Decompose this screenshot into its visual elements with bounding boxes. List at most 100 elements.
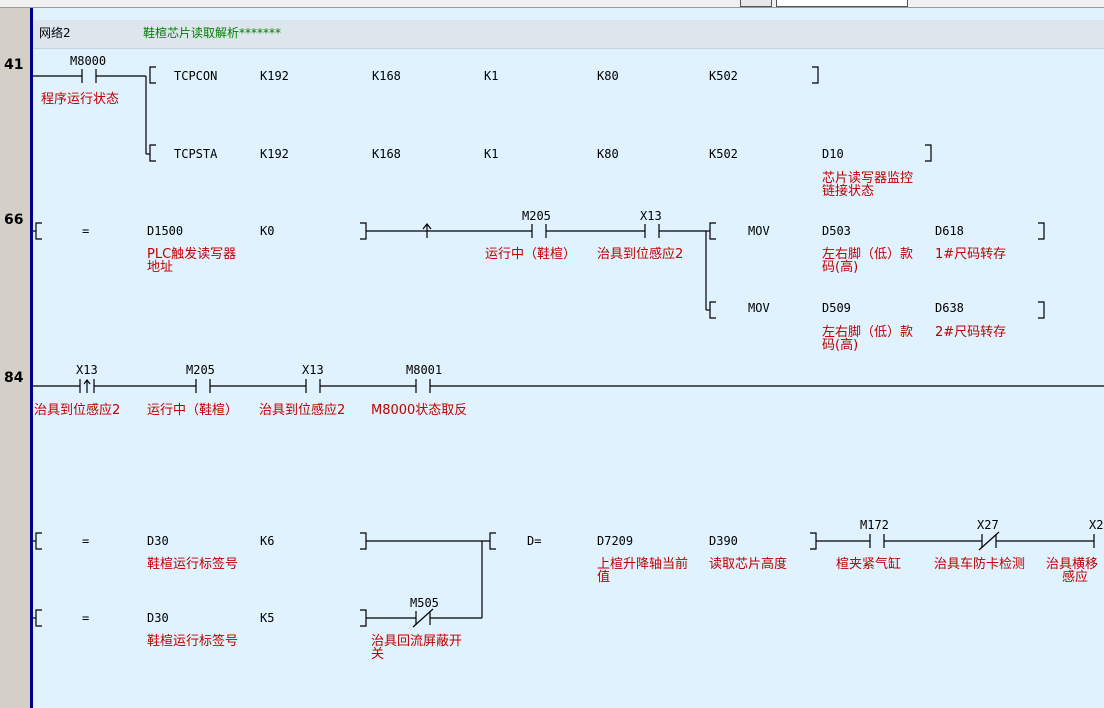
d503-comment-line2: 码(高) [822, 260, 859, 275]
m205-comment: 运行中（鞋楦） [485, 247, 577, 262]
x27-comment: 治具车防卡检测 [934, 557, 1026, 572]
x13-comment-2: 治具到位感应2 [259, 403, 346, 418]
tcpsta-op2[interactable]: K168 [372, 147, 401, 161]
mov2-src[interactable]: D509 [822, 301, 851, 315]
bracket-tcpcon [149, 66, 819, 84]
tcpsta-op1[interactable]: K192 [260, 147, 289, 161]
x2x-comment-line2: 感应 [1062, 570, 1089, 585]
m205-device-2[interactable]: M205 [186, 363, 215, 377]
cmp-s1[interactable]: D1500 [147, 224, 184, 238]
left-power-rail [30, 8, 33, 708]
d638-comment: 2#尺码转存 [935, 325, 1007, 340]
x2x-device[interactable]: X2 [1089, 518, 1104, 532]
m8000-device[interactable]: M8000 [70, 54, 107, 68]
tcpsta-op5[interactable]: K502 [709, 147, 738, 161]
tcpsta-op3[interactable]: K1 [484, 147, 499, 161]
step-number-84: 84 [4, 370, 24, 386]
x13-rising-contact-symbol [79, 379, 95, 393]
d1500-comment-line2: 地址 [147, 260, 174, 275]
m205-contact-symbol [531, 224, 547, 238]
dcmp-s2[interactable]: D390 [709, 534, 738, 548]
cmp1-s1[interactable]: D30 [147, 534, 169, 548]
mov1-dst[interactable]: D618 [935, 224, 964, 238]
d390-comment: 读取芯片高度 [709, 557, 788, 572]
d509-comment-line1: 左右脚（低）款 [822, 325, 914, 340]
dcmp-operator[interactable]: D= [527, 534, 542, 548]
tcpcon-op1[interactable]: K192 [260, 69, 289, 83]
d509-comment-line2: 码(高) [822, 338, 859, 353]
cmp1-s2[interactable]: K6 [260, 534, 275, 548]
d1500-comment-line1: PLC触发读写器 [147, 247, 237, 262]
toolbar-input[interactable] [776, 0, 908, 7]
step-gutter [0, 8, 30, 708]
d7209-comment-line2: 值 [597, 570, 611, 585]
network-label: 网络2 [39, 26, 71, 40]
tcpcon-instr[interactable]: TCPCON [174, 69, 218, 83]
dcmp-s1[interactable]: D7209 [597, 534, 634, 548]
tcpsta-op6[interactable]: D10 [822, 147, 844, 161]
d30-comment-2: 鞋楦运行标签号 [147, 634, 239, 649]
m505-comment-line2: 关 [371, 647, 385, 662]
step-number-66: 66 [4, 212, 24, 228]
tcpsta-op4[interactable]: K80 [597, 147, 619, 161]
m172-contact-symbol [869, 534, 885, 548]
tcpcon-op5[interactable]: K502 [709, 69, 738, 83]
x13-contact-symbol [644, 224, 660, 238]
d30-comment-1: 鞋楦运行标签号 [147, 557, 239, 572]
x13-rising-device[interactable]: X13 [76, 363, 98, 377]
network-header[interactable]: 网络2 鞋楦芯片读取解析******* [33, 20, 1104, 49]
d7209-comment-line1: 上楦升降轴当前 [597, 557, 689, 572]
m172-comment: 楦夹紧气缸 [836, 557, 902, 572]
m205-comment-2: 运行中（鞋楦） [147, 403, 239, 418]
cmp-operator[interactable]: = [82, 224, 90, 238]
m8001-comment: M8000状态取反 [371, 403, 468, 418]
bracket-tcpsta [149, 144, 932, 162]
m8000-comment: 程序运行状态 [41, 92, 120, 107]
d618-comment: 1#尺码转存 [935, 247, 1007, 262]
cmp2-operator[interactable]: = [82, 611, 90, 625]
d10-comment-line2: 链接状态 [822, 184, 875, 199]
tcpcon-op4[interactable]: K80 [597, 69, 619, 83]
x2x-comment-line1: 治具横移 [1046, 557, 1099, 572]
x13-comment: 治具到位感应2 [597, 247, 684, 262]
x13-device[interactable]: X13 [640, 209, 662, 223]
mov1-instr[interactable]: MOV [748, 224, 770, 238]
mov2-instr[interactable]: MOV [748, 301, 770, 315]
network-comment: 鞋楦芯片读取解析******* [143, 26, 282, 40]
cmp-s2[interactable]: K0 [260, 224, 275, 238]
d10-comment-line1: 芯片读写器监控 [822, 171, 914, 186]
rung-41-wires [33, 75, 150, 155]
x13-device-2[interactable]: X13 [302, 363, 324, 377]
tcpcon-op3[interactable]: K1 [484, 69, 499, 83]
compare-block-wires [33, 532, 1094, 627]
toolbar-strip [0, 0, 1104, 8]
toolbar-dropdown[interactable] [740, 0, 772, 7]
x27-device[interactable]: X27 [977, 518, 999, 532]
rung-66-wires [33, 222, 710, 311]
cmp2-s1[interactable]: D30 [147, 611, 169, 625]
tcpsta-instr[interactable]: TCPSTA [174, 147, 218, 161]
m505-comment-line1: 治具回流屏蔽开 [371, 634, 463, 649]
m8001-contact-symbol [415, 379, 431, 393]
rising-edge-arrow [422, 223, 432, 238]
x13-contact-2-symbol [305, 379, 321, 393]
m8000-contact-symbol [81, 69, 97, 83]
m172-device[interactable]: M172 [860, 518, 889, 532]
m205-contact-2-symbol [195, 379, 211, 393]
m505-nc-contact-symbol [412, 608, 434, 628]
m505-device[interactable]: M505 [410, 596, 439, 610]
cmp2-s2[interactable]: K5 [260, 611, 275, 625]
m8001-device[interactable]: M8001 [406, 363, 443, 377]
mov1-src[interactable]: D503 [822, 224, 851, 238]
x13-rising-comment: 治具到位感应2 [34, 403, 121, 418]
step-number-41: 41 [4, 57, 24, 73]
tcpcon-op2[interactable]: K168 [372, 69, 401, 83]
cmp1-operator[interactable]: = [82, 534, 90, 548]
bracket-mov2 [709, 301, 1045, 319]
mov2-dst[interactable]: D638 [935, 301, 964, 315]
bracket-mov1 [709, 222, 1045, 240]
m205-device[interactable]: M205 [522, 209, 551, 223]
x27-nc-contact-symbol [978, 531, 1000, 551]
d503-comment-line1: 左右脚（低）款 [822, 247, 914, 262]
